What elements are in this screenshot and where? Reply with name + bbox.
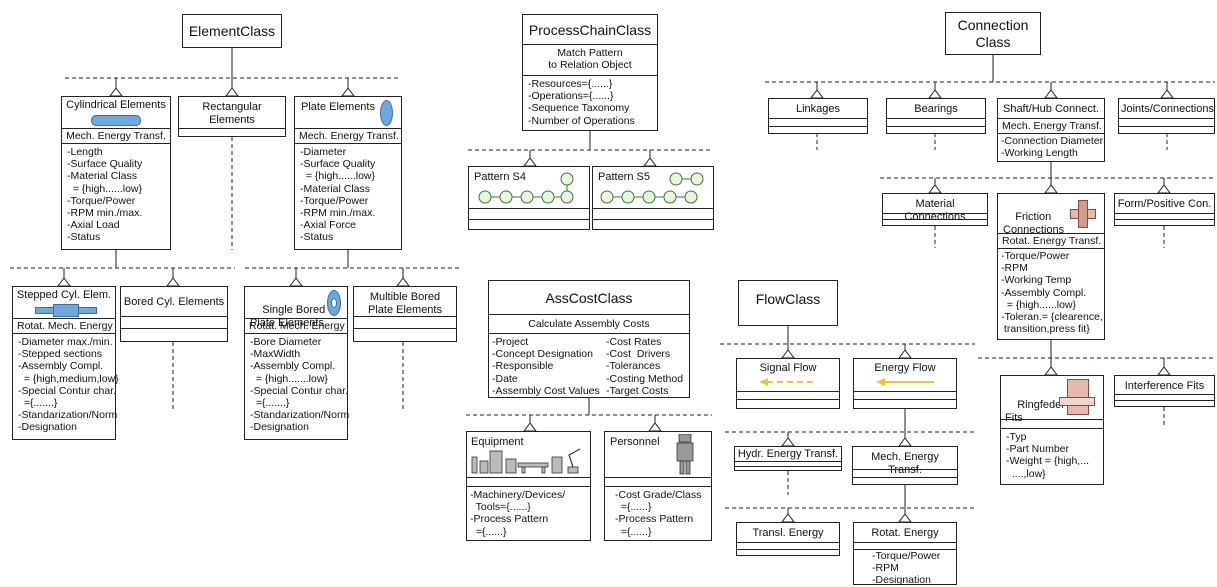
linkages-title: Linkages xyxy=(769,99,867,119)
plate-elements-class: Plate Elements Mech. Energy Transf. -Dia… xyxy=(294,96,402,250)
rotat-energy-class: Rotat. Energy -Torque/Power -RPM -Design… xyxy=(853,522,957,587)
signal-flow-title: Signal Flow xyxy=(759,362,817,374)
worker-icon xyxy=(676,434,694,475)
single-bored-operation: Rotat. Mech. Energy xyxy=(245,319,347,335)
process-chain-attributes: -Resources={......} -Operations={......}… xyxy=(528,78,635,127)
rotat-title: Rotat. Energy xyxy=(854,523,956,543)
personnel-class: Personnel -Cost Grade/Class ={......} -P… xyxy=(604,431,712,541)
hydr-energy-class: Hydr. Energy Transf. xyxy=(734,446,842,471)
stepped-title: Stepped Cyl. Elem. xyxy=(16,289,112,301)
process-chain-operation: Match Pattern to Relation Object xyxy=(523,45,657,76)
material-title: Material Connections xyxy=(883,194,987,223)
rectangular-elements-class: Rectangular Elements xyxy=(178,96,286,137)
transl-energy-class: Transl. Energy xyxy=(736,522,840,556)
equipment-class: Equipment -Machinery/Devices/ Tools={...… xyxy=(466,431,591,541)
flow-class: FlowClass xyxy=(738,280,838,326)
flow-title: FlowClass xyxy=(755,291,821,307)
cylindrical-elements-class: Cylindrical Elements Mech. Energy Transf… xyxy=(61,96,171,250)
pattern-s5-graph-icon xyxy=(600,172,704,204)
connection-class-title: Connection Class xyxy=(957,16,1029,50)
stepped-attributes: -Diameter max./min. -Stepped sections -A… xyxy=(18,336,119,434)
friction-operation: Rotat. Energy Transf. xyxy=(998,234,1104,250)
single-bored-attributes: -Bore Diameter -MaxWidth -Assembly Compl… xyxy=(250,336,350,434)
bored-cyl-class: Bored Cyl. Elements xyxy=(120,286,228,342)
energy-flow-class: Energy Flow xyxy=(853,358,957,409)
ringfeder-icon xyxy=(1059,379,1095,415)
signal-flow-class: Signal Flow xyxy=(736,358,840,409)
bearings-class: Bearings xyxy=(886,98,986,134)
single-bored-plate-class: Single Bored Plate Elements Rotat. Mech.… xyxy=(244,286,350,440)
stepped-shaft-icon xyxy=(15,304,113,318)
stepped-operation: Rotat. Mech. Energy xyxy=(13,319,115,335)
process-chain-title: ProcessChainClass xyxy=(523,15,657,45)
friction-attributes: -Torque/Power -RPM -Working Temp -Assemb… xyxy=(1001,250,1103,336)
form-positive-class: Form/Positive Con. xyxy=(1114,193,1215,226)
element-class-box: ElementClass xyxy=(182,14,282,48)
equipment-attributes: -Machinery/Devices/ Tools={......} -Proc… xyxy=(470,489,566,538)
single-bored-title: Single Bored Plate Elements xyxy=(250,304,326,330)
energy-flow-title: Energy Flow xyxy=(874,362,936,374)
linkages-class: Linkages xyxy=(768,98,868,134)
disc-icon xyxy=(380,100,393,126)
material-connections-class: Material Connections xyxy=(882,193,988,226)
ass-cost-class: AssCostClass Calculate Assembly Costs -P… xyxy=(488,280,690,398)
ringfeder-title: Ringfeder Fits xyxy=(1005,399,1065,425)
solid-arrow-icon xyxy=(876,378,934,386)
plate-attributes: -Diameter -Surface Quality = {high......… xyxy=(300,146,376,244)
friction-connections-class: Friction Connections Rotat. Energy Trans… xyxy=(997,193,1105,340)
friction-title: Friction Connections xyxy=(1003,211,1065,237)
pattern-s4-class: Pattern S4 xyxy=(468,166,590,230)
rotat-attributes: -Torque/Power -RPM -Designation xyxy=(872,550,941,587)
cylinder-icon xyxy=(91,115,141,127)
pattern-s4-graph-icon xyxy=(478,172,574,204)
dashed-arrow-icon xyxy=(759,378,817,386)
element-class-title: ElementClass xyxy=(188,22,276,39)
pattern-s4-title: Pattern S4 xyxy=(474,171,526,183)
hydr-title: Hydr. Energy Transf. xyxy=(735,447,841,462)
ringfeder-attributes: -Typ -Part Number -Weight = {high,... ..… xyxy=(1006,431,1089,480)
shaft-hub-icon xyxy=(1070,200,1096,228)
cylindrical-attributes: -Length -Surface Quality -Material Class… xyxy=(67,146,143,244)
cylindrical-operation: Mech. Energy Transf. xyxy=(62,129,170,145)
multible-bored-plate-class: Multible Bored Plate Elements xyxy=(353,286,457,342)
bored-disc-icon xyxy=(327,290,341,316)
plate-operation: Mech. Energy Transf. xyxy=(295,129,401,145)
bored-title: Bored Cyl. Elements xyxy=(121,287,227,317)
mech-title: Mech. Energy Transf. xyxy=(853,447,957,476)
interference-title: Interference Fits xyxy=(1115,376,1214,395)
personnel-attributes: -Cost Grade/Class ={......} -Process Pat… xyxy=(615,489,702,538)
ass-cost-title: AssCostClass xyxy=(489,281,689,315)
rectangular-title: Rectangular Elements xyxy=(179,97,285,129)
transl-title: Transl. Energy xyxy=(737,523,839,543)
shaft-hub-attributes: -Connection Diameter -Working Length xyxy=(1001,135,1104,160)
joints-connections-class: Joints/Connections xyxy=(1118,98,1215,134)
bearings-title: Bearings xyxy=(887,99,985,119)
ass-cost-operation: Calculate Assembly Costs xyxy=(489,315,689,335)
interference-fits-class: Interference Fits xyxy=(1114,375,1215,407)
connection-class-box: Connection Class xyxy=(945,12,1041,55)
shaft-hub-title: Shaft/Hub Connect. xyxy=(998,99,1104,119)
stepped-cyl-class: Stepped Cyl. Elem. Rotat. Mech. Energy -… xyxy=(12,286,119,440)
equipment-title: Equipment xyxy=(471,436,524,448)
multible-bored-title: Multible Bored Plate Elements xyxy=(354,287,456,317)
mech-energy-class: Mech. Energy Transf. xyxy=(852,446,958,485)
process-chain-class: ProcessChainClass Match Pattern to Relat… xyxy=(522,14,658,131)
ringfeder-fits-class: Ringfeder Fits -Typ -Part Number -Weight… xyxy=(1000,375,1104,485)
shaft-hub-operation: Mech. Energy Transf. xyxy=(998,119,1104,135)
machinery-icon xyxy=(471,448,581,474)
ass-cost-attributes-left: -Project -Concept Designation -Responsib… xyxy=(492,336,600,397)
pattern-s5-class: Pattern S5 xyxy=(592,166,714,230)
ass-cost-attributes-right: -Cost Rates -Cost Drivers -Tolerances -C… xyxy=(606,336,684,397)
personnel-title: Personnel xyxy=(610,436,660,448)
joints-title: Joints/Connections xyxy=(1119,99,1214,119)
pattern-s5-title: Pattern S5 xyxy=(598,171,650,183)
shaft-hub-class: Shaft/Hub Connect. Mech. Energy Transf. … xyxy=(997,98,1105,162)
cylindrical-title: Cylindrical Elements xyxy=(66,99,166,111)
form-title: Form/Positive Con. xyxy=(1115,194,1214,214)
plate-title: Plate Elements xyxy=(301,101,375,113)
